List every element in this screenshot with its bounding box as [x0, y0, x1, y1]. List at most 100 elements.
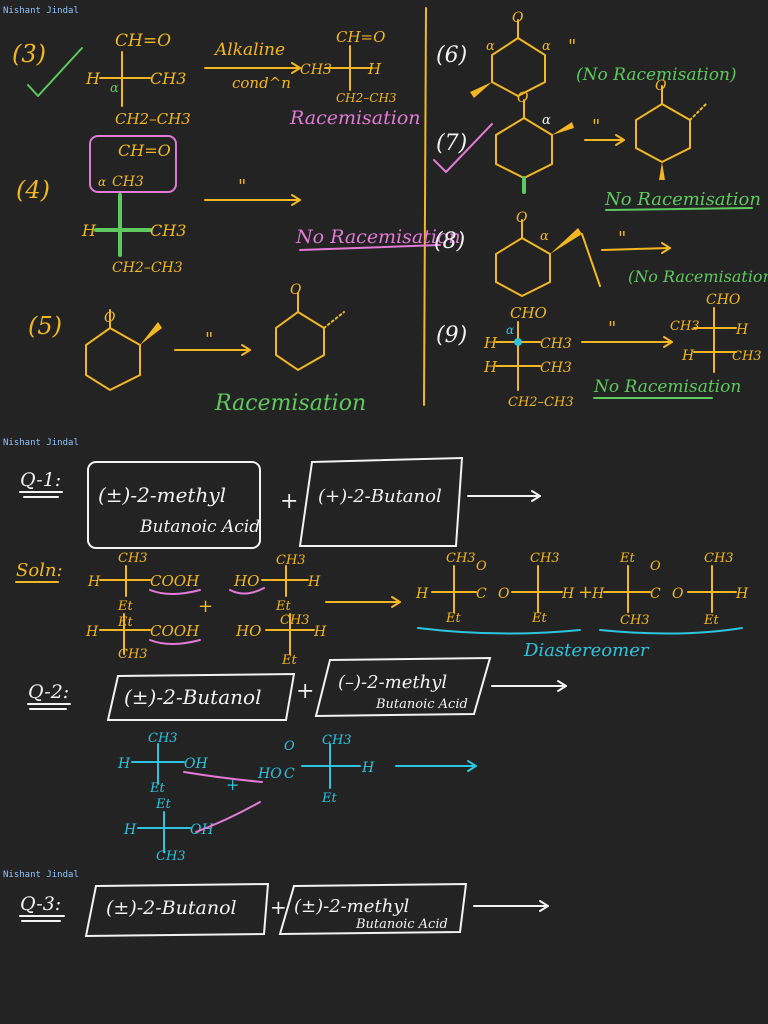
item-4-ch3: CH3: [150, 221, 186, 240]
highlight-box: [89, 135, 177, 193]
item-3-number: (3): [12, 40, 46, 68]
ester2-ch3: CH3: [620, 613, 650, 628]
ester2-et2: Et: [703, 613, 719, 628]
soln-et3: Et: [117, 615, 133, 630]
soln-ch3-3: CH3: [118, 647, 148, 662]
ester1-h2: H: [561, 586, 575, 602]
product-3-cho: CH=O: [336, 28, 385, 46]
product-o-7: O: [655, 78, 667, 94]
soln-et1: Et: [117, 599, 133, 614]
ester2-h: H: [591, 586, 605, 602]
item-7-number: (7): [436, 131, 467, 156]
product-ring-7: [635, 102, 691, 164]
q2-box2-line1: (–)-2-methyl: [338, 672, 447, 693]
ester1-o: O: [476, 559, 487, 574]
item-3-cho: CH=O: [115, 31, 171, 51]
ester2-o2: O: [672, 586, 684, 602]
item-9-number: (9): [436, 323, 467, 348]
product-3-ch3: CH3: [300, 62, 332, 78]
soln-ho1: HO: [233, 572, 259, 590]
soln-h4: H: [313, 624, 327, 640]
q2-ch3-bottom: CH3: [156, 849, 186, 864]
page-3-notes: Q-3: (±)-2-Butanol + (±)-2-methyl Butano…: [19, 882, 549, 938]
q3-label: Q-3:: [20, 893, 61, 915]
item-4-ethyl: CH2–CH3: [112, 260, 183, 276]
page-1: Nishant Jindal (3) CH=O H CH3 α CH2–CH3 …: [0, 0, 768, 432]
q2-box-alcohol: [106, 672, 296, 721]
cyclohexanone-ring: [85, 326, 141, 392]
product-9-ch3b: CH3: [732, 349, 762, 364]
diastereomer-label: Diastereomer: [523, 640, 650, 661]
q2-plus-cyan: +: [226, 775, 239, 794]
o-7: O: [517, 90, 529, 106]
q1-box1-line1: (±)-2-methyl: [98, 483, 226, 507]
soln-h2: H: [307, 574, 321, 590]
ester1-et2: Et: [531, 611, 547, 626]
item-4-number: (4): [16, 176, 50, 204]
q2-ch3-top: CH3: [148, 731, 178, 746]
q2-o: O: [284, 739, 295, 754]
item-9-ch3a: CH3: [540, 336, 572, 352]
q3-box2-line1: (±)-2-methyl: [294, 896, 409, 917]
q2-oh1: OH: [184, 756, 208, 772]
ester2-c: C: [650, 586, 661, 602]
ester2-o: O: [650, 559, 661, 574]
alpha-label: α: [110, 81, 119, 96]
product-ring-5: [275, 310, 325, 372]
ring-6: [491, 36, 546, 98]
ester1-c: C: [476, 586, 487, 602]
q2-label: Q-2:: [28, 681, 69, 703]
q2-ch3-right: CH3: [322, 733, 352, 748]
author-label: Nishant Jindal: [3, 870, 79, 880]
ditto-6: ": [568, 36, 576, 57]
item-4-h: H: [81, 221, 97, 240]
product-9-cho: CHO: [706, 292, 741, 308]
q1-box-alcohol: [298, 456, 464, 547]
page-1-notes: (3) CH=O H CH3 α CH2–CH3 Alkaline cond^n…: [12, 7, 768, 416]
item-3-ch3: CH3: [150, 69, 186, 88]
item-5-number: (5): [28, 312, 62, 340]
q1-plus: +: [280, 489, 298, 514]
product-9-h2: H: [681, 348, 695, 364]
chiral-centre-dot: [514, 338, 522, 346]
soln-ch3-top: CH3: [118, 551, 148, 566]
alpha-8: α: [540, 229, 549, 244]
soln-ch3-4: CH3: [280, 613, 310, 628]
soln-et2: Et: [275, 599, 291, 614]
q2-c: C: [284, 766, 295, 782]
product-9-ch3: CH3: [670, 319, 700, 334]
ester2-ch3b: CH3: [704, 551, 734, 566]
q2-et2: Et: [155, 797, 171, 812]
item-8-number: (8): [434, 229, 465, 254]
alpha-9: α: [506, 323, 514, 337]
ester1-h: H: [415, 586, 429, 602]
ditto-7: ": [592, 116, 600, 137]
q2-et1: Et: [149, 781, 165, 796]
no-racemisation-label-8: (No Racemisation): [628, 267, 768, 286]
racemisation-label-3: Racemisation: [289, 107, 421, 129]
item-4-alpha: α: [98, 175, 106, 189]
wedge-bond: [140, 322, 162, 345]
alpha-6a: α: [486, 39, 495, 54]
q1-label: Q-1:: [20, 469, 61, 491]
ester-plus: +: [578, 582, 593, 603]
item-4-cho: CH=O: [118, 141, 171, 160]
condition-label: cond^n: [232, 74, 291, 92]
q2-box-acid: [314, 656, 492, 718]
item-9-ethyl: CH2–CH3: [508, 395, 574, 410]
ester2-h2: H: [735, 586, 749, 602]
ditto-5: ": [205, 329, 213, 350]
item-9-cho: CHO: [510, 304, 547, 322]
soln-h3: H: [85, 624, 99, 640]
soln-et4: Et: [281, 653, 297, 668]
soln-ch3-2: CH3: [276, 553, 306, 568]
q1-box1-line2: Butanoic Acid: [139, 517, 260, 537]
alpha-6b: α: [542, 39, 551, 54]
ester1-ch3b: CH3: [530, 551, 560, 566]
q2-et-right: Et: [321, 791, 337, 806]
product-3-ethyl: CH2–CH3: [336, 91, 397, 105]
item-4-ch2: CH3: [112, 174, 144, 190]
ester1-ch3: CH3: [446, 551, 476, 566]
q2-box2-line2: Butanoic Acid: [375, 697, 468, 712]
ester1-et: Et: [445, 611, 461, 626]
